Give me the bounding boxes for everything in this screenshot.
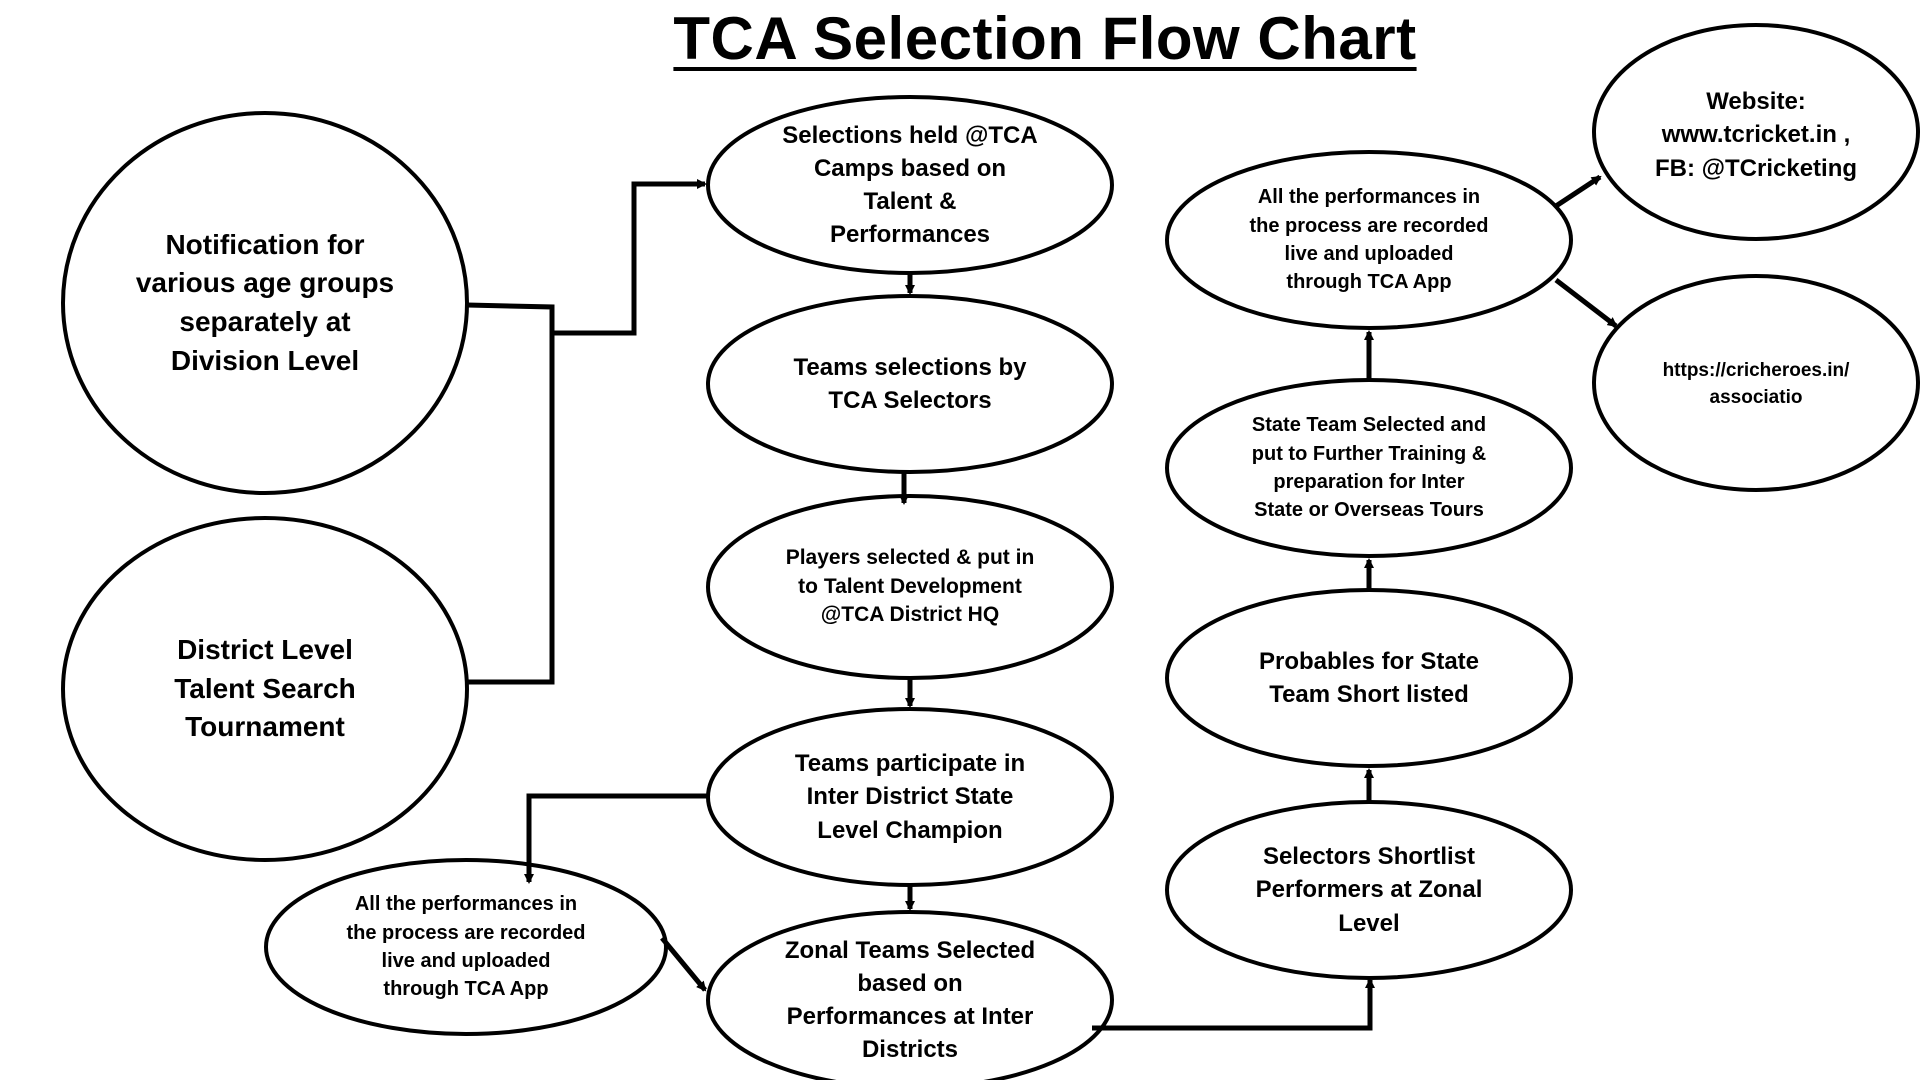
page-title: TCA Selection Flow Chart xyxy=(673,5,1417,72)
connector-junction-to-camps xyxy=(552,179,707,336)
connector-zonal-to-selectors-shortlist xyxy=(1092,978,1375,1031)
node-state-team: State Team Selected and put to Further T… xyxy=(1251,414,1487,522)
node-selectors-shortlist: Selectors Shortlist Performers at Zonal … xyxy=(1255,843,1483,937)
team-selections-ellipse xyxy=(706,294,1114,474)
node-performances-left: All the performances in the process are … xyxy=(346,893,586,1001)
node-district-talent: District Level Talent Search Tournament xyxy=(174,634,356,743)
connector-inter-district-to-performances-left xyxy=(524,793,708,884)
arrow-performances-left-to-zonal xyxy=(660,936,707,992)
node-notification: Notification for various age groups sepa… xyxy=(135,228,395,376)
arrow-performances-right-to-website xyxy=(1554,174,1602,209)
node-players-selected: Players selected & put in to Talent Deve… xyxy=(785,546,1035,627)
zonal-teams-ellipse xyxy=(706,910,1114,1080)
node-camps: Selections held @TCA Camps based on Tale… xyxy=(782,121,1038,249)
node-website: Website: www.tcricket.in , FB: @TCricket… xyxy=(1654,88,1858,182)
connector-notification-to-camps xyxy=(466,302,555,685)
node-cricheroes: https://cricheroes.in/ associatio xyxy=(1662,360,1850,408)
cricheroes-ellipse xyxy=(1592,274,1920,492)
notification-ellipse xyxy=(61,111,469,495)
performances-left-ellipse xyxy=(264,858,668,1036)
node-performances-right: All the performances in the process are … xyxy=(1249,186,1489,294)
district-talent-ellipse xyxy=(61,516,469,862)
node-probables: Probables for State Team Short listed xyxy=(1258,647,1480,708)
node-team-selections: Teams selections by TCA Selectors xyxy=(793,353,1027,414)
node-inter-district: Teams participate in Inter District Stat… xyxy=(794,750,1026,844)
performances-right-ellipse xyxy=(1165,150,1573,330)
arrow-performances-right-to-cricheroes xyxy=(1554,278,1618,328)
node-zonal-teams: Zonal Teams Selected based on Performanc… xyxy=(784,936,1036,1064)
website-ellipse xyxy=(1592,23,1920,241)
